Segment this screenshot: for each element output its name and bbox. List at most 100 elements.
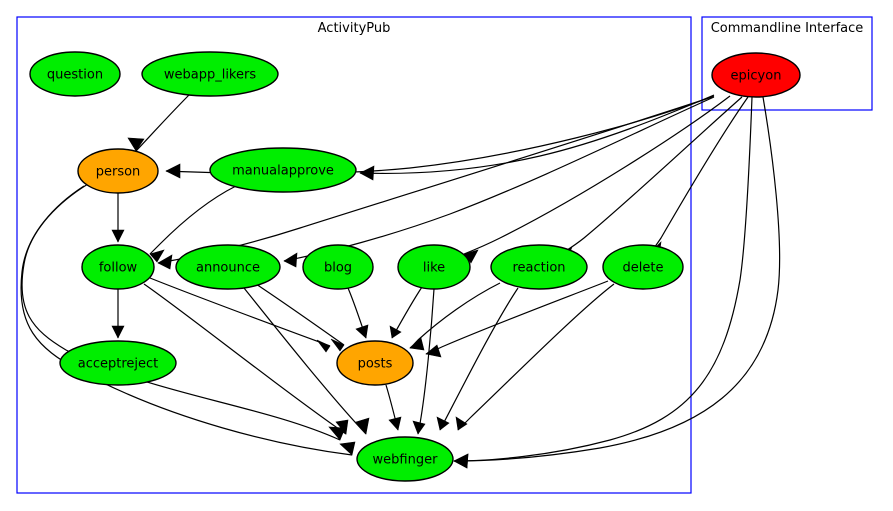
edge-line	[409, 282, 501, 349]
edge-person-to-webfinger	[20, 185, 356, 456]
edge-reaction-to-webfinger	[436, 287, 519, 431]
edge-blog-to-posts	[347, 287, 369, 339]
edge-line	[255, 283, 345, 346]
node-label-question: question	[47, 68, 103, 83]
edge-arrowhead-icon	[157, 254, 173, 270]
node-shape-epicyon[interactable]	[711, 52, 801, 98]
edge-arrowhead-icon	[388, 416, 402, 431]
edge-line	[651, 96, 749, 252]
node-manualapprove[interactable]: manualapprove	[209, 147, 357, 193]
node-label-blog: blog	[324, 261, 352, 276]
edge-line	[20, 185, 353, 456]
node-label-webapp_likers: webapp_likers	[164, 68, 256, 83]
edge-person-to-follow	[111, 193, 125, 243]
edge-arrowhead-icon	[339, 441, 356, 456]
node-webapp_likers[interactable]: webapp_likers	[141, 51, 279, 97]
edge-line	[453, 96, 753, 462]
edge-follow-to-posts	[149, 277, 331, 353]
node-shape-manualapprove[interactable]	[209, 147, 357, 193]
node-blog[interactable]: blog	[302, 244, 374, 290]
cluster-label-cli: Commandline Interface	[711, 21, 864, 36]
edge-epicyon-to-delete	[651, 96, 749, 257]
edge-line	[439, 287, 519, 431]
edge-posts-to-webfinger	[385, 384, 402, 431]
node-shape-like[interactable]	[397, 244, 471, 290]
node-posts[interactable]: posts	[336, 340, 414, 386]
node-reaction[interactable]: reaction	[490, 244, 588, 290]
edge-line	[149, 277, 331, 347]
edge-line	[453, 96, 781, 462]
node-label-manualapprove: manualapprove	[232, 164, 334, 179]
edge-arrowhead-icon	[425, 344, 442, 358]
edge-arrowhead-icon	[412, 420, 426, 435]
node-shape-webapp_likers[interactable]	[141, 51, 279, 97]
edge-arrowhead-icon	[389, 325, 402, 339]
edge-epicyon-to-reaction	[560, 96, 743, 261]
edge-arrowhead-icon	[355, 324, 369, 339]
edge-arrowhead-icon	[335, 419, 349, 435]
edge-line	[143, 283, 347, 435]
edge-line	[359, 94, 715, 175]
edge-arrowhead-icon	[330, 338, 345, 352]
edge-epicyon-to-webfinger	[453, 96, 781, 469]
node-follow[interactable]: follow	[81, 244, 155, 290]
edge-announce-to-posts	[255, 283, 345, 352]
node-shape-announce[interactable]	[175, 244, 281, 290]
node-shape-posts[interactable]	[336, 340, 414, 386]
node-label-acceptreject: acceptreject	[78, 357, 159, 372]
cluster-activitypub: ActivityPub	[16, 16, 692, 494]
edge-arrowhead-icon	[283, 252, 298, 268]
edge-reaction-to-posts	[409, 282, 501, 351]
edge-arrowhead-icon	[455, 416, 468, 431]
node-delete[interactable]: delete	[602, 244, 684, 290]
edge-announce-to-webfinger	[243, 287, 370, 435]
edge-line	[457, 283, 615, 431]
cluster-group: ActivityPub Commandline Interface	[16, 16, 873, 494]
node-shape-person[interactable]	[77, 148, 159, 194]
node-webfinger[interactable]: webfinger	[356, 436, 454, 482]
node-like[interactable]: like	[397, 244, 471, 290]
node-person[interactable]: person	[77, 148, 159, 194]
node-label-epicyon: epicyon	[731, 69, 782, 84]
edge-arrowhead-icon	[111, 229, 125, 243]
node-announce[interactable]: announce	[175, 244, 281, 290]
edge-arrowhead-icon	[355, 417, 370, 435]
edge-line	[135, 93, 191, 152]
edge-arrowhead-icon	[316, 339, 331, 353]
node-shape-question[interactable]	[29, 51, 121, 97]
edge-manualapprove-to-follow	[149, 185, 237, 263]
edge-like-to-posts	[389, 286, 423, 339]
edge-webapp_likers-to-person	[127, 93, 191, 152]
edge-arrowhead-icon	[127, 137, 145, 152]
edge-epicyon-to-announce	[283, 96, 715, 268]
node-shape-follow[interactable]	[81, 244, 155, 290]
edge-arrowhead-icon	[359, 165, 375, 181]
node-label-person: person	[96, 165, 141, 180]
node-acceptreject[interactable]: acceptreject	[59, 340, 177, 386]
edge-line	[243, 287, 367, 435]
node-label-webfinger: webfinger	[373, 453, 439, 468]
edge-arrowhead-icon	[453, 453, 469, 469]
node-group: question webapp_likers epicyon person manual…	[29, 51, 801, 482]
node-label-delete: delete	[623, 261, 664, 276]
edge-group	[20, 93, 781, 469]
node-shape-blog[interactable]	[302, 244, 374, 290]
node-shape-delete[interactable]	[602, 244, 684, 290]
node-epicyon[interactable]: epicyon	[711, 52, 801, 98]
edge-delete-to-webfinger	[455, 283, 615, 431]
cluster-border-cli	[701, 16, 873, 111]
edge-arrowhead-icon	[436, 416, 450, 431]
edge-line	[417, 288, 435, 435]
node-shape-acceptreject[interactable]	[59, 340, 177, 386]
edge-line	[463, 95, 731, 255]
node-question[interactable]: question	[29, 51, 121, 97]
edge-epicyon-to-manualapprove	[359, 94, 715, 181]
node-label-like: like	[423, 261, 445, 276]
edge-follow-to-webfinger	[143, 283, 349, 435]
node-shape-reaction[interactable]	[490, 244, 588, 290]
node-label-announce: announce	[196, 261, 260, 276]
cluster-label-activitypub: ActivityPub	[318, 21, 391, 36]
node-shape-webfinger[interactable]	[356, 436, 454, 482]
